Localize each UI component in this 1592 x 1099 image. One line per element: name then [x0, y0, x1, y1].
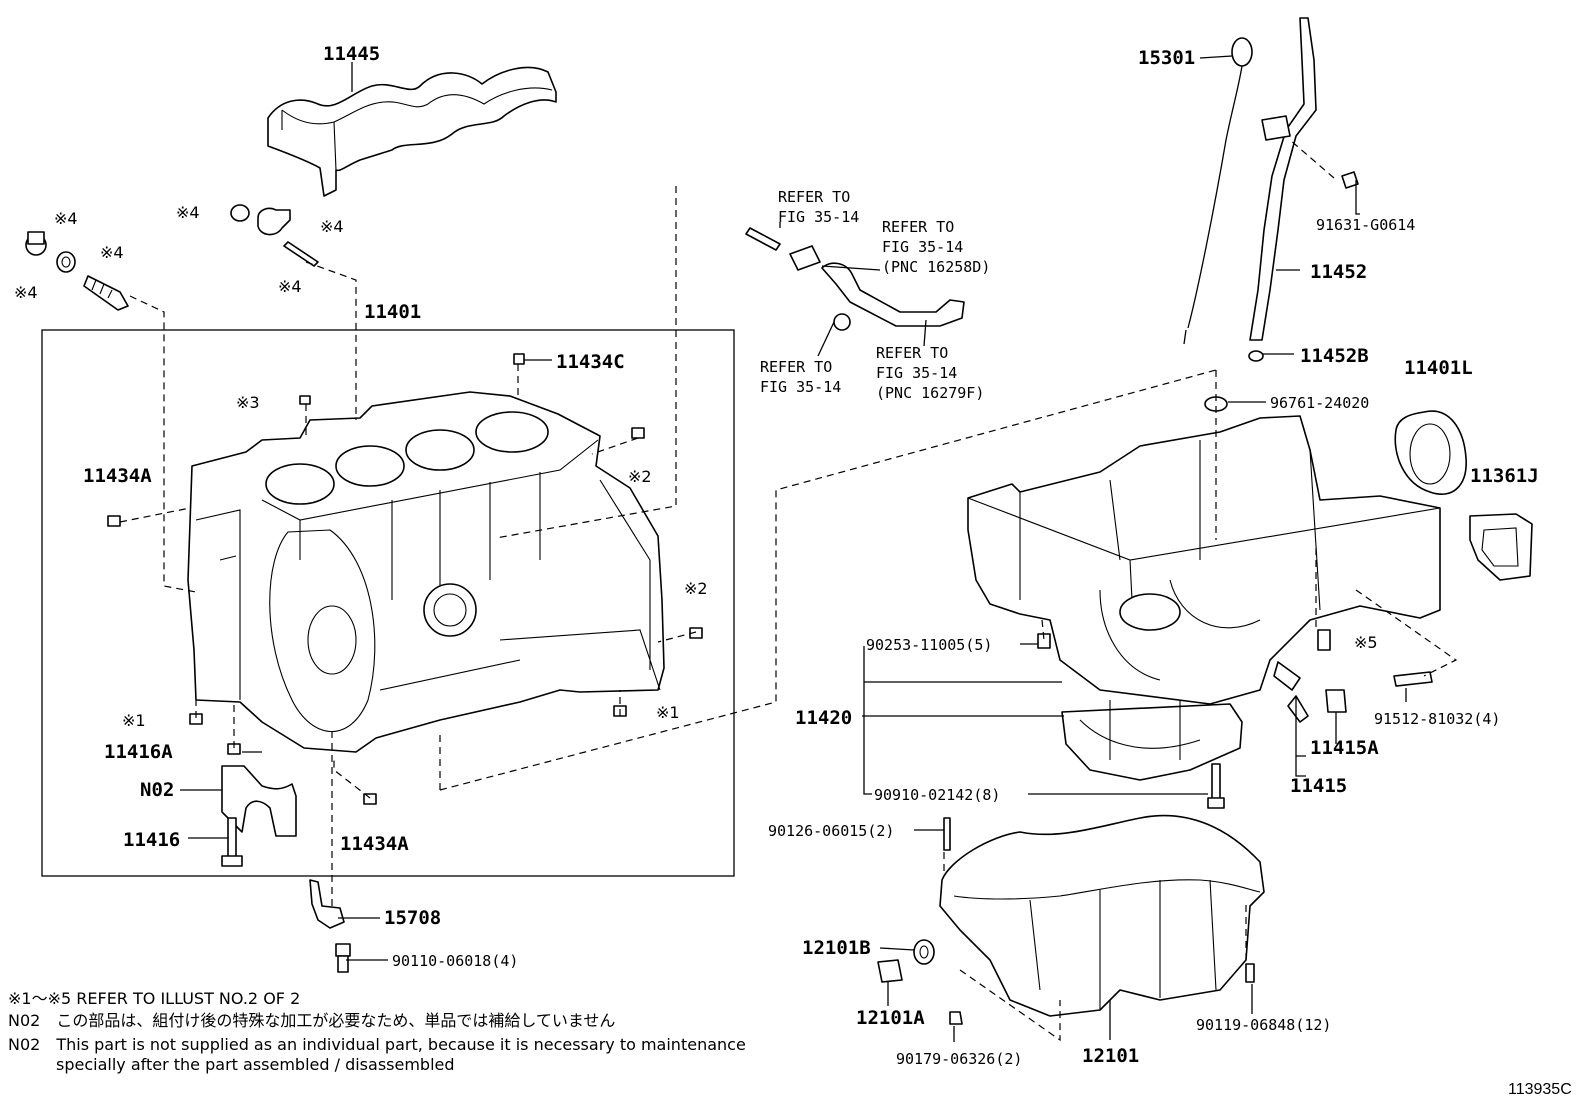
sensor-drawing [309, 879, 351, 973]
refer-to-fig-b: REFER TO FIG 35-14 (PNC 16258D) [882, 218, 990, 276]
label-11361j: 11361J [1470, 465, 1539, 487]
refer-d-line2: FIG 35-14 [876, 364, 957, 382]
label-15708: 15708 [384, 907, 441, 929]
oil-pipe-drawing [745, 227, 965, 331]
note-n02-japanese: N02 この部品は、組付け後の特殊な加工が必要なため、単品では補給していません [8, 1011, 615, 1030]
refer-a-line2: FIG 35-14 [778, 208, 859, 226]
label-12101: 12101 [1082, 1045, 1139, 1067]
label-11434a-bottom: 11434A [340, 833, 409, 855]
label-11452: 11452 [1310, 261, 1367, 283]
crankcase-bolts-drawing [1037, 629, 1433, 809]
mark-5: ※5 [1354, 633, 1378, 652]
label-11415: 11415 [1290, 775, 1347, 797]
refer-d-line1: REFER TO [876, 344, 948, 362]
label-11420: 11420 [795, 707, 852, 729]
label-90253-11005: 90253-11005(5) [866, 636, 992, 654]
label-96761-24020: 96761-24020 [1270, 394, 1369, 412]
label-11401: 11401 [364, 301, 421, 323]
label-11434a-left: 11434A [83, 465, 152, 487]
refer-to-fig-d: REFER TO FIG 35-14 (PNC 16279F) [876, 344, 984, 402]
label-11415a: 11415A [1310, 737, 1379, 759]
crankcase-drawing [967, 415, 1441, 781]
label-90126-06015: 90126-06015(2) [768, 822, 894, 840]
note-n02-english: N02 This part is not supplied as an indi… [8, 1035, 746, 1054]
plate-drawing [1469, 513, 1533, 581]
label-90110-06018: 90110-06018(4) [392, 952, 518, 970]
mark-4-d: ※4 [176, 203, 200, 222]
dipstick-guide-drawing [1248, 17, 1359, 362]
dipstick-drawing [1183, 37, 1253, 345]
refer-d-line3: (PNC 16279F) [876, 384, 984, 402]
label-91631-g0614: 91631-G0614 [1316, 216, 1415, 234]
mark-2-b: ※2 [684, 579, 708, 598]
label-11445: 11445 [323, 43, 380, 65]
cylinder-block-drawing [187, 391, 665, 753]
block-group-frame [41, 329, 735, 877]
label-12101b: 12101B [802, 937, 871, 959]
label-11416a: 11416A [104, 741, 173, 763]
label-11416: 11416 [123, 829, 180, 851]
figure-code: 113935C [1508, 1081, 1572, 1098]
refer-to-fig-c: REFER TO FIG 35-14 [760, 358, 841, 396]
label-12101a: 12101A [856, 1007, 925, 1029]
oil-seal-drawing [1394, 410, 1467, 495]
refer-b-line1: REFER TO [882, 218, 954, 236]
mark-3: ※3 [236, 393, 260, 412]
note-refer-illust: ※1～※5 REFER TO ILLUST NO.2 OF 2 [8, 989, 300, 1008]
leader-lines [180, 55, 1407, 1042]
label-11452b: 11452B [1300, 345, 1369, 367]
label-90179-06326: 90179-06326(2) [896, 1050, 1022, 1068]
refer-c-line1: REFER TO [760, 358, 832, 376]
refer-a-line1: REFER TO [778, 188, 850, 206]
label-11434c: 11434C [556, 351, 625, 373]
label-91512-81032: 91512-81032(4) [1374, 710, 1500, 728]
label-90119-06848: 90119-06848(12) [1196, 1016, 1331, 1034]
refer-c-line2: FIG 35-14 [760, 378, 841, 396]
mark-4-b: ※4 [14, 283, 38, 302]
refer-b-line2: FIG 35-14 [882, 238, 963, 256]
label-n02: N02 [140, 779, 174, 801]
label-15301: 15301 [1138, 47, 1195, 69]
mark-4-c: ※4 [100, 243, 124, 262]
refer-to-fig-a: REFER TO FIG 35-14 [778, 188, 859, 226]
mark-1-a: ※1 [122, 711, 146, 730]
small-bolts-group-drawing [25, 204, 319, 311]
mark-1-b: ※1 [656, 703, 680, 722]
mark-4-a: ※4 [54, 209, 78, 228]
mark-4-f: ※4 [278, 277, 302, 296]
label-11401l: 11401L [1404, 357, 1473, 379]
refer-b-line3: (PNC 16258D) [882, 258, 990, 276]
mark-2-a: ※2 [628, 467, 652, 486]
note-n02-english-cont: specially after the part assembled / dis… [56, 1055, 455, 1074]
bearing-cap-drawing [221, 765, 297, 867]
mark-4-e: ※4 [320, 217, 344, 236]
label-90910-02142: 90910-02142(8) [874, 786, 1000, 804]
timing-cover-drawing [267, 66, 557, 197]
guide-lines [119, 139, 1458, 1042]
oil-pan-drawing [877, 814, 1265, 1025]
